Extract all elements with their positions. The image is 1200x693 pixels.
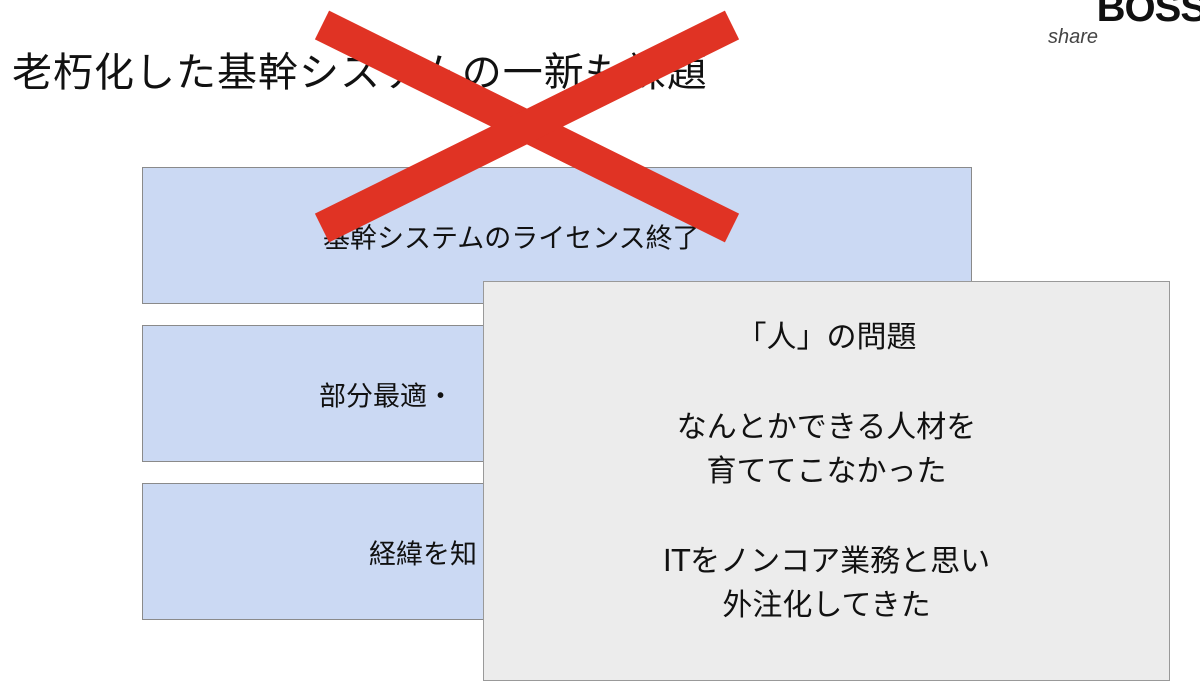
overlay-line: ITをノンコア業務と思い [662,544,991,579]
logo-main: BOSS [1096,0,1200,30]
issue-text: 基幹システムのライセンス終了 [323,223,700,254]
overlay-line: 育ててこなかった [706,454,947,489]
overlay-line: なんとかできる人材を [676,410,977,445]
logo-sub: share [1048,26,1099,48]
overlay-line: 外注化してきた [722,588,931,623]
people-problem-box: 「人」の問題 なんとかできる人材を 育ててこなかった ITをノンコア業務と思い … [483,281,1170,681]
boss-share-logo: BOSS share [1026,0,1200,56]
issue-text: 経緯を知 [369,539,477,570]
overlay-heading: 「人」の問題 [736,320,917,355]
issue-box-1: 基幹システムのライセンス終了 [142,167,972,304]
cross-stroke [314,10,740,243]
issue-text: 部分最適・ [319,381,454,412]
